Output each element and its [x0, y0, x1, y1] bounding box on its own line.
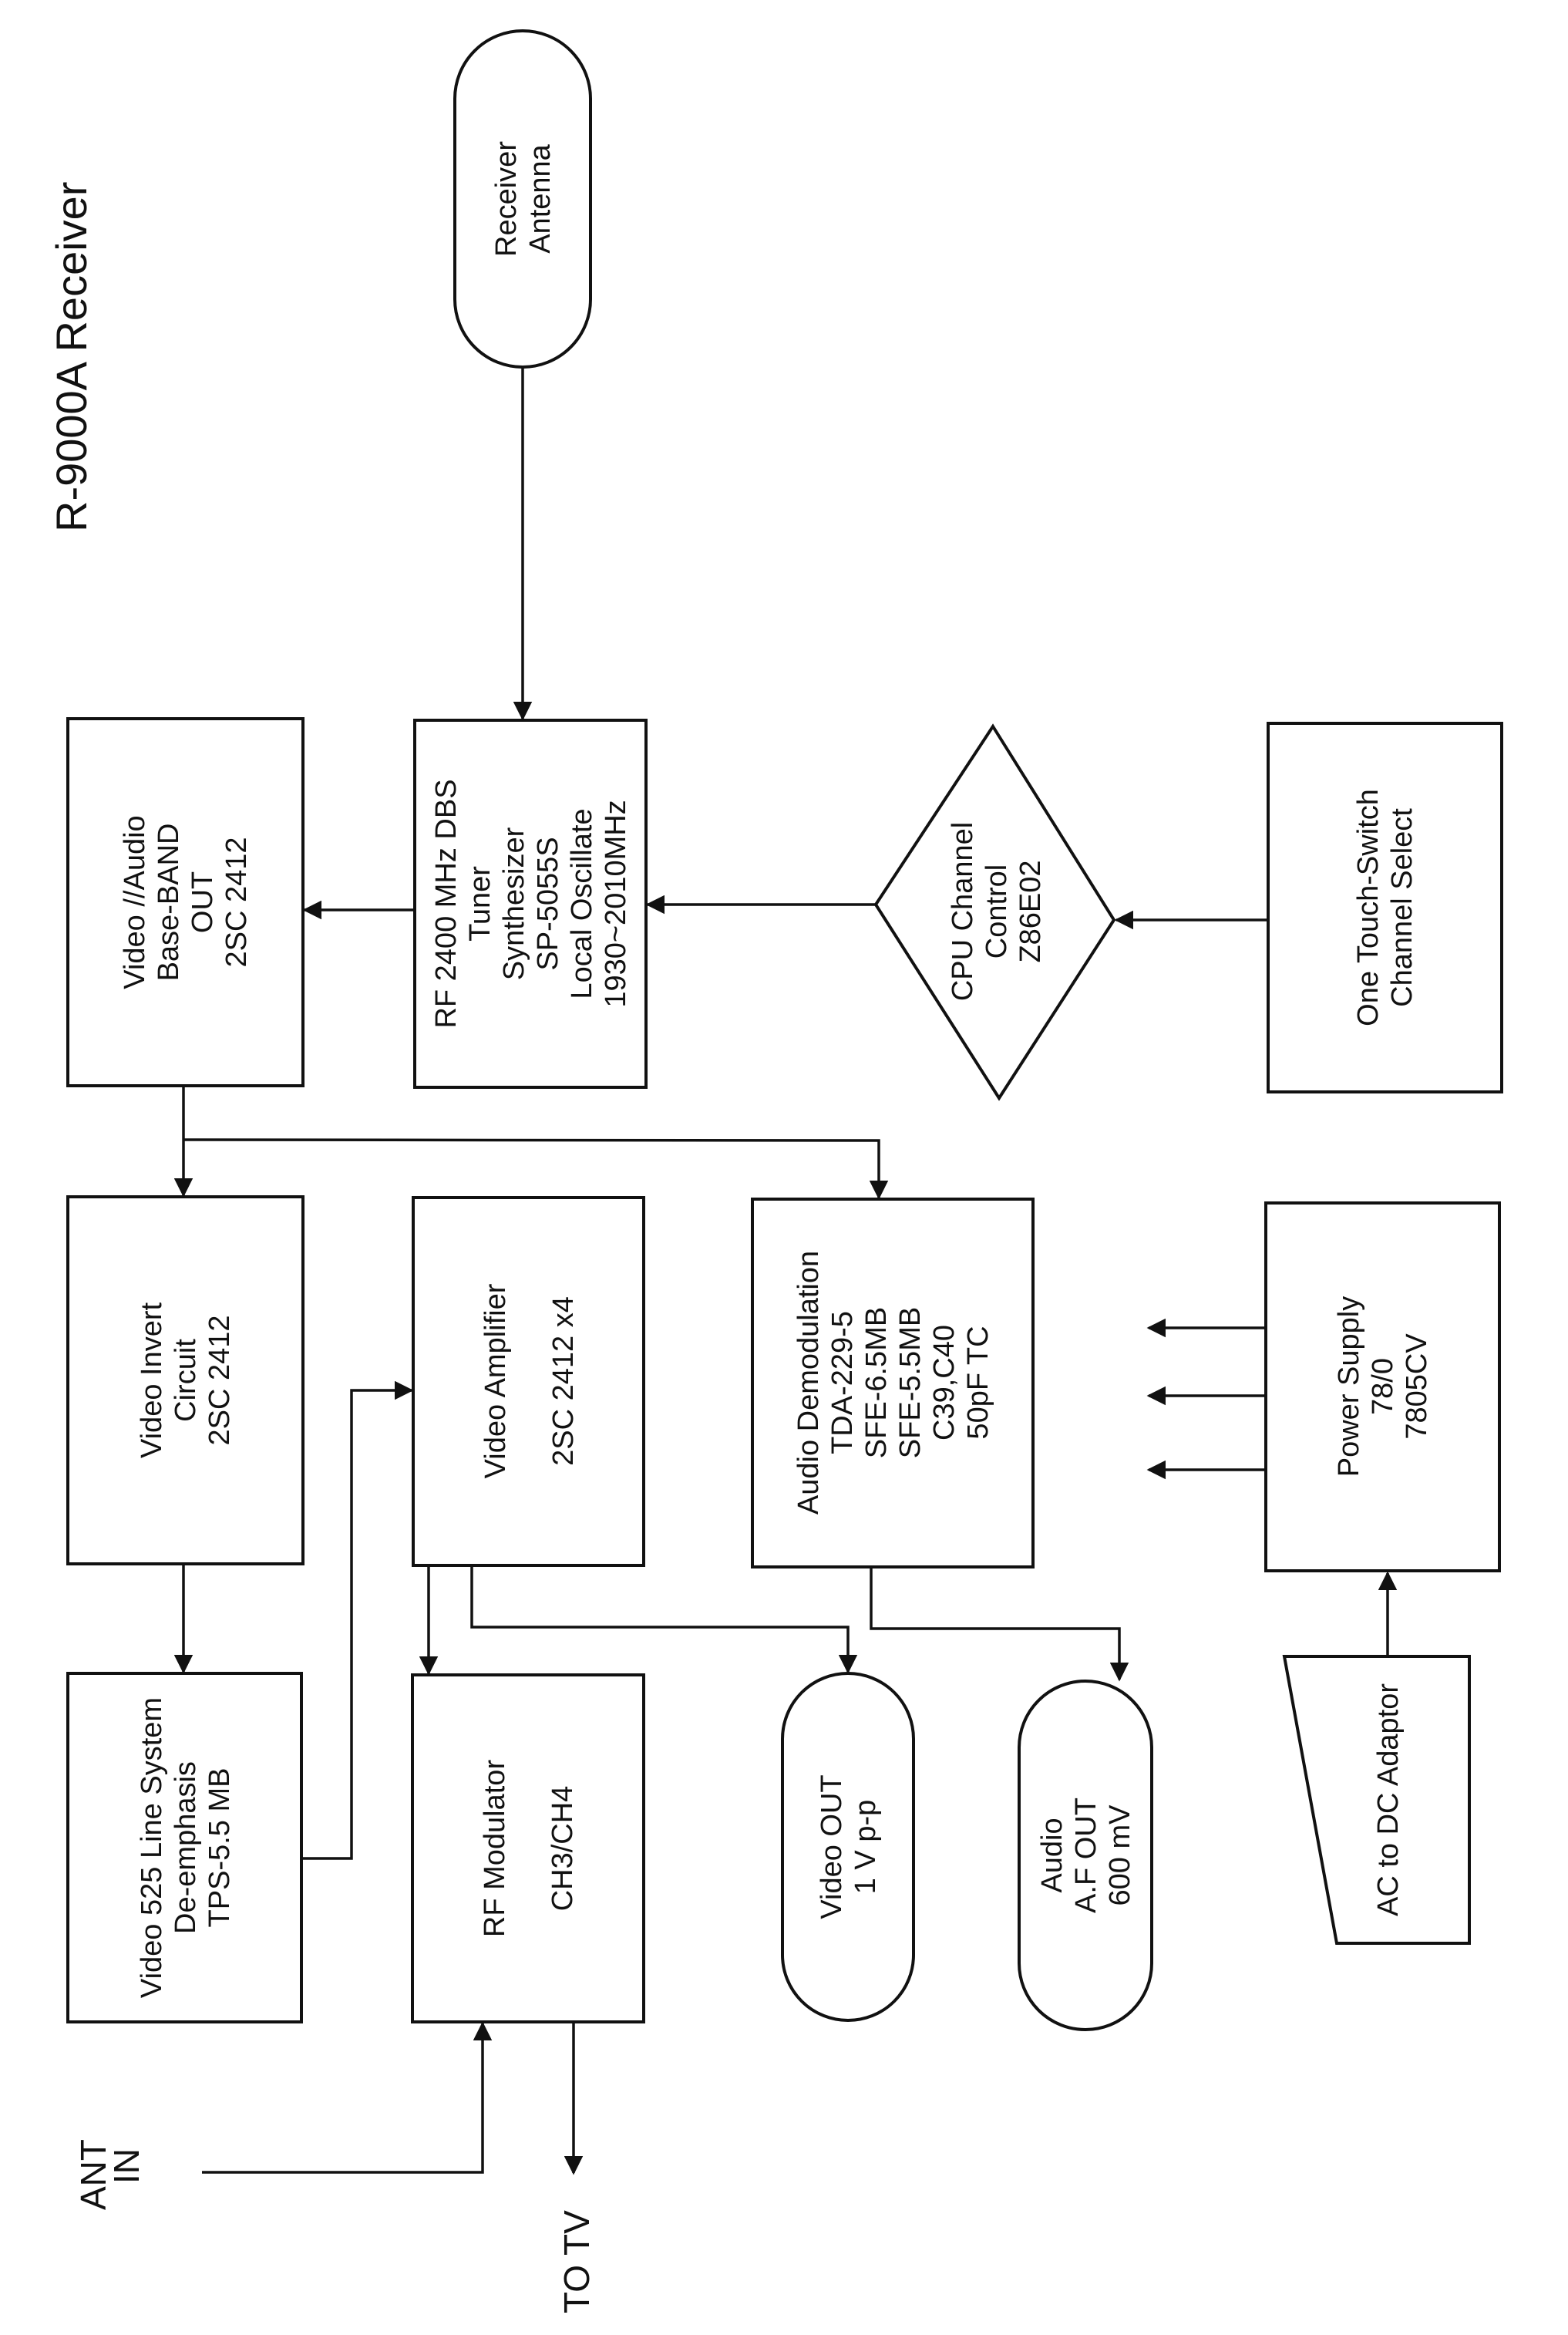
- edge-ant-in-to-modulator: [202, 2021, 493, 2174]
- baseband-label-line: Video //Audio: [119, 815, 151, 989]
- antenna-label-line: Receiver: [490, 141, 523, 257]
- adaptor-label-line: AC to DC Adaptor: [1372, 1683, 1405, 1916]
- power-box: [1264, 1201, 1501, 1572]
- audio-demod-label-line: C39,C40: [928, 1325, 961, 1440]
- edge-amplifier-to-video-out-main: [470, 1565, 858, 1674]
- audio-out-label-line: A.F OUT: [1070, 1798, 1102, 1913]
- tuner-label-line: RF 2400 MHz DBS: [430, 779, 463, 1028]
- ant-in-label-line-1: ANT: [73, 2139, 113, 2210]
- invert-label-line: 2SC 2412: [204, 1315, 236, 1445]
- power-label-line: Power Supply: [1333, 1296, 1365, 1477]
- switch-label-line: One Touch-Switch: [1352, 789, 1385, 1026]
- deemphasis-label-line: TPS-5.5 MB: [204, 1768, 236, 1928]
- cpu-label-line: Control: [981, 864, 1013, 959]
- node-amplifier: Video Amplifier 2SC 2412 x4: [412, 1196, 645, 1567]
- baseband-label-line: OUT: [187, 871, 219, 933]
- modulator-box: [411, 1673, 645, 2023]
- antenna-label-line: Antenna: [524, 143, 557, 253]
- audio-demod-label-line: SFE-6.5MB: [860, 1307, 893, 1458]
- cpu-label-line: Z86E02: [1014, 860, 1047, 962]
- ant-in-label-line-2: IN: [106, 2148, 146, 2184]
- audio-out-label-line: 600 mV: [1104, 1804, 1136, 1906]
- tuner-label-line: SP-5055S: [532, 837, 564, 970]
- modulator-label-line: CH3/CH4: [547, 1786, 579, 1912]
- modulator-label-line: RF Modulator: [479, 1760, 511, 1938]
- tuner-label-line: Local Oscillate: [566, 808, 598, 999]
- audio-demod-label-line: SFE-5.5MB: [894, 1307, 927, 1458]
- cpu-diamond: [873, 723, 1116, 1101]
- tuner-label-line: Tuner: [464, 866, 496, 942]
- baseband-label-line: 2SC 2412: [220, 837, 253, 967]
- amplifier-box: [412, 1196, 645, 1567]
- audio-out-terminator: [1018, 1680, 1153, 2031]
- antenna-terminator: [453, 29, 592, 369]
- amplifier-label-line: 2SC 2412 x4: [547, 1296, 580, 1466]
- video-out-label-line: 1 V p-p: [850, 1800, 882, 1895]
- power-label-line: 78/0: [1367, 1358, 1399, 1415]
- power-label-line: 7805CV: [1401, 1333, 1433, 1440]
- amplifier-label-line: Video Amplifier: [479, 1283, 512, 1478]
- tuner-label-line: 1930~2010MHz: [600, 800, 632, 1007]
- connectors: [173, 367, 1398, 2175]
- deemphasis-label-line: Video 525 Line System: [136, 1697, 168, 1998]
- to-tv-label: TO TV: [557, 2210, 597, 2313]
- edge-audio-demod-to-audio-out: [870, 1567, 1129, 1682]
- switch-label-line: Channel Select: [1386, 808, 1418, 1007]
- edge-deemphasis-to-amplifier: [301, 1380, 414, 1860]
- adaptor-trapezoid: [1282, 1655, 1471, 1945]
- audio-demod-label-line: Audio Demodulation: [792, 1251, 825, 1515]
- audio-out-label-line: Audio: [1036, 1818, 1068, 1892]
- baseband-label-line: Base-BAND: [153, 824, 185, 982]
- audio-demod-label-line: 50pF TC: [962, 1326, 994, 1439]
- tuner-box: [413, 719, 648, 1089]
- video-out-label-line: Video OUT: [816, 1774, 848, 1919]
- deemphasis-label-line: De-emphasis: [170, 1761, 202, 1934]
- baseband-box: [66, 717, 305, 1087]
- video-out-terminator: [781, 1672, 915, 2022]
- node-adaptor: AC to DC Adaptor: [1282, 1655, 1471, 1945]
- audio-demod-box: [751, 1198, 1035, 1568]
- tuner-label-line: Synthesizer: [498, 827, 530, 980]
- invert-label-line: Circuit: [170, 1339, 202, 1422]
- cpu-label-line: CPU Channel: [947, 822, 979, 1001]
- deemphasis-box: [66, 1672, 303, 2023]
- terminal-ant-in: ANT IN: [73, 2139, 146, 2210]
- edge-baseband-to-audio-demod: [183, 1138, 889, 1200]
- node-modulator: RF Modulator CH3/CH4: [411, 1673, 645, 2023]
- switch-box: [1267, 722, 1503, 1093]
- diagram-title: R-9000A Receiver: [47, 182, 96, 532]
- audio-demod-label-line: TDA-229-5: [826, 1311, 859, 1454]
- invert-label-line: Video Invert: [136, 1302, 168, 1459]
